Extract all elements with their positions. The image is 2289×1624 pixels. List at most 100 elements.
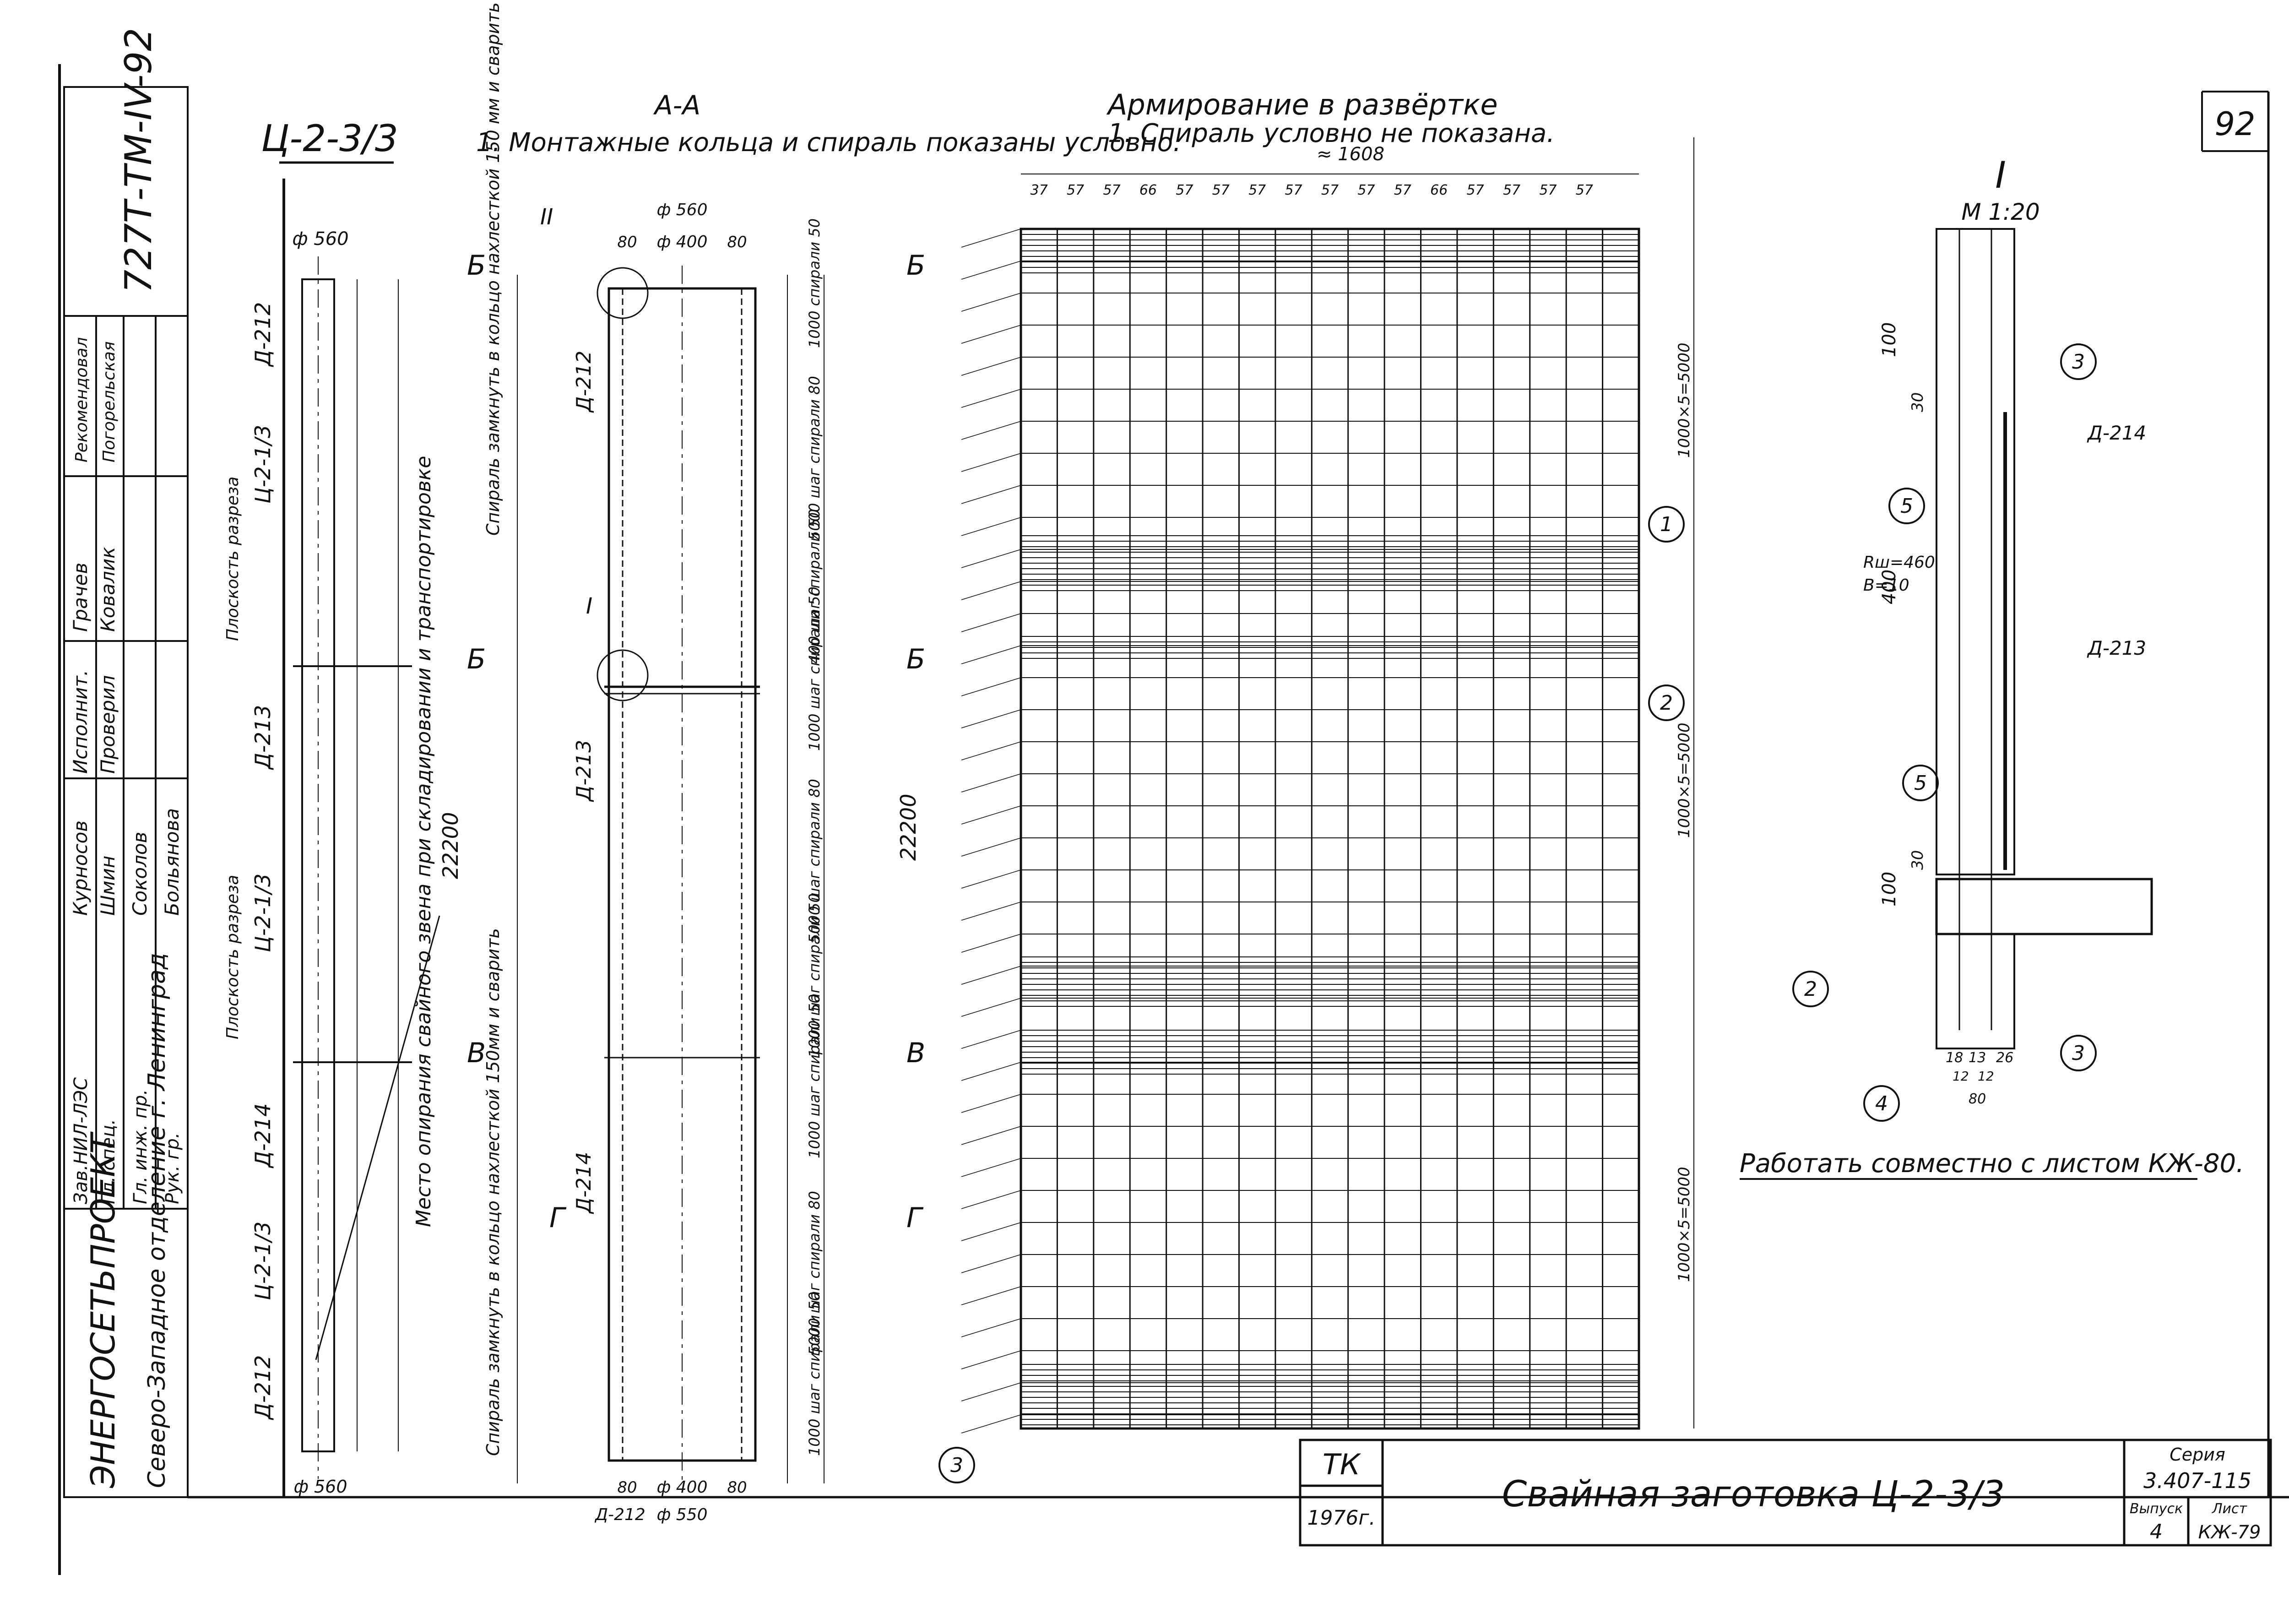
top-spacing-label: 57 — [1576, 182, 1593, 198]
tb-issue: 4 — [2150, 1520, 2163, 1543]
fan-line — [961, 421, 1021, 440]
left-label-1: Д-212 — [250, 302, 275, 367]
top-spacing-label: 57 — [1067, 182, 1084, 198]
row-role-3: Зав.НИЛ-ЛЭС — [71, 1077, 92, 1204]
row-role-5: Гл. инж. пр. — [130, 1089, 151, 1204]
tb-year: 1976г. — [1307, 1506, 1375, 1530]
detail-callout-1: 3 — [2072, 350, 2085, 374]
section-aa-note: 1. Монтажные кольца и спираль показаны у… — [476, 128, 1181, 158]
project-code: 727Т-ТМ-IV-92 — [117, 28, 160, 293]
srl-4: 1000 шаг спирали 50 — [806, 587, 823, 751]
left-label-5: Д-214 — [250, 1103, 275, 1168]
tb-sheet: КЖ-79 — [2198, 1522, 2261, 1543]
section-bot-dim-3: 80 — [727, 1478, 747, 1497]
left-label-3: Д-213 — [250, 705, 275, 770]
extra-2: Погорельская — [100, 341, 119, 462]
srl-1: 1000 спирали 50 — [806, 218, 823, 348]
piece-mark: Ц-2-3/3 — [261, 117, 398, 160]
fan-line — [961, 1030, 1021, 1049]
roman-ii: II — [540, 204, 553, 230]
section-aa-title: А-А — [653, 90, 700, 121]
row-name-2: Ковалик — [97, 547, 119, 632]
top-spacing-label: 57 — [1176, 182, 1193, 198]
development-overall: ≈ 1608 — [1317, 144, 1384, 165]
fan-line — [961, 549, 1021, 568]
roman-i: I — [586, 593, 592, 619]
section-bar-4: Д-212 — [594, 1505, 645, 1524]
dbd-6: 80 — [1969, 1091, 1986, 1107]
fan-line — [961, 1190, 1021, 1209]
top-spacing-label: 57 — [1467, 182, 1484, 198]
fan-line — [961, 1222, 1021, 1241]
left-elevation — [282, 179, 412, 1497]
section-bar-1: Д-212 — [572, 351, 596, 413]
srl-8: 5000 шаг спирали 80 — [806, 1191, 823, 1355]
dev-mark-b2: Б — [906, 643, 925, 675]
top-spacing-label: 57 — [1357, 182, 1375, 198]
detail-callouts — [1792, 343, 2097, 1122]
fan-line — [961, 485, 1021, 504]
section-mark-v: В — [467, 1037, 486, 1069]
detail-bottom-dims: 18 13 26 12 12 80 — [1946, 1050, 2013, 1107]
top-spacing-label: 57 — [1285, 182, 1302, 198]
fan-line — [961, 902, 1021, 921]
fan-line — [961, 773, 1021, 793]
detail-bar-2: Д-213 — [2087, 637, 2146, 659]
left-title-block — [63, 86, 189, 1498]
fan-line — [961, 645, 1021, 664]
fan-line — [961, 517, 1021, 536]
detail-drawing — [1935, 228, 2153, 1049]
sheet-frame — [58, 64, 2289, 1575]
detail-b: B=10 — [1863, 576, 1909, 595]
top-spacing-label: 57 — [1212, 182, 1230, 198]
top-spacing-label: 57 — [1103, 182, 1120, 198]
left-label-2: Ц-2-1/3 — [250, 425, 275, 504]
fan-line — [961, 709, 1021, 728]
tb-series-label: Серия — [2170, 1445, 2225, 1465]
top-spacing-label: 57 — [1394, 182, 1411, 198]
detail-dim-3: 400 — [1879, 570, 1900, 604]
row-role-4: Гл. спец. — [98, 1119, 119, 1204]
dept-name: Северо-Западное отделение г. Ленинград — [143, 953, 171, 1488]
dbd-2: 13 — [1969, 1050, 1986, 1066]
dbd-4: 12 — [1953, 1069, 1969, 1084]
dbd-1: 18 — [1946, 1050, 1963, 1066]
dev-mark-v: В — [906, 1037, 925, 1069]
fan-line — [961, 613, 1021, 632]
top-spacing-label: 57 — [1321, 182, 1339, 198]
bottom-title-block — [1299, 1439, 2272, 1547]
left-dia-bottom: ф 560 — [293, 1477, 347, 1497]
sheet-number: 92 — [2214, 105, 2255, 143]
fan-line — [961, 741, 1021, 760]
development-title: Армирование в развёртке — [1106, 88, 1498, 121]
fan-line — [961, 228, 1021, 248]
detail-callout-3: 5 — [1914, 771, 1927, 795]
fan-line — [961, 805, 1021, 825]
section-top-dim-3: ф 400 — [657, 233, 708, 251]
section-bar-3: Д-214 — [572, 1152, 596, 1214]
section-bot-dim-4: ф 550 — [657, 1505, 708, 1524]
zone-label-3: 1000×5=5000 — [1675, 1167, 1693, 1282]
place-note: Место опирания свайного звена при склади… — [412, 456, 435, 1227]
tb-tk: ТК — [1323, 1448, 1361, 1481]
section-view — [517, 266, 824, 1483]
tb-sheet-label: Лист — [2212, 1501, 2248, 1517]
srl-2: 5000 шаг спирали 80 — [806, 376, 823, 540]
dev-callout-1: 1 — [1660, 513, 1673, 536]
left-label-6: Ц-2-1/3 — [250, 1222, 275, 1300]
fan-line — [961, 325, 1021, 344]
detail-dim-5: 100 — [1879, 872, 1900, 907]
zone-label-1: 1000×5=5000 — [1675, 342, 1693, 458]
detail-dim-2: 30 — [1909, 392, 1927, 412]
row-role-1: Исполнит. — [69, 670, 92, 774]
detail-callout-4: 2 — [1804, 978, 1817, 1001]
dev-callout-2: 2 — [1660, 691, 1673, 715]
left-labels: Д-212 Ц-2-1/3 Д-213 Ц-2-1/3 Д-214 Ц-2-1/… — [250, 302, 275, 1420]
row-name-1: Грачев — [69, 563, 92, 632]
row-name-3: Курносов — [69, 820, 92, 916]
row-role-6: Рук. гр. — [162, 1132, 183, 1204]
detail-dim-1: 100 — [1879, 322, 1900, 357]
bottom-note: Работать совместно с листом КЖ-80. — [1740, 1149, 2244, 1179]
fan-line — [961, 293, 1021, 312]
